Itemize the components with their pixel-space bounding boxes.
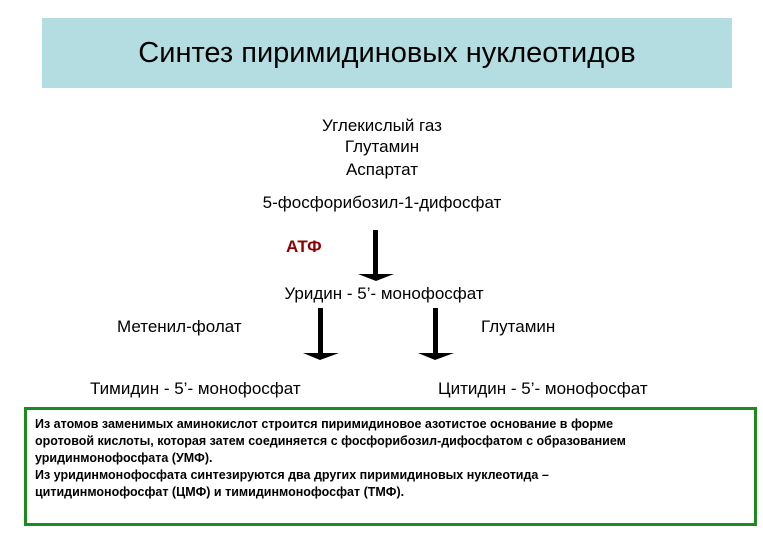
cmp-label: Цитидин - 5’- монофосфат [438,379,648,398]
substrate-co2: Углекислый газ [322,116,442,135]
page-title: Синтез пиримидиновых нуклеотидов [138,37,636,69]
note-line-5: цитидинмонофосфат (ЦМФ) и тимидинмонофос… [35,485,405,499]
ump-label: Уридин - 5’- монофосфат [284,284,484,303]
glutamine-branch-label: Глутамин [481,317,556,336]
arrow-prpp-to-ump [358,230,394,281]
arrow-ump-to-tmp [303,308,339,360]
note-line-1: Из атомов заменимых аминокислот строится… [35,417,614,431]
atp-label: АТФ [286,237,322,256]
substrate-glutamine: Глутамин [344,137,420,156]
prpp-label: 5-фосфорибозил-1-дифосфат [262,193,502,212]
substrate-aspartate: Аспартат [345,160,419,179]
note-line-2: оротовой кислоты, которая затем соединяе… [35,434,626,448]
tmp-label: Тимидин - 5’- монофосфат [90,379,301,398]
summary-note-box: Из атомов заменимых аминокислот строится… [24,407,757,526]
note-line-3: уридинмонофосфата (УМФ). [35,451,213,465]
arrow-ump-to-cmp [418,308,454,360]
methenyl-folate-label: Метенил-фолат [117,317,242,336]
title-banner: Синтез пиримидиновых нуклеотидов [42,18,732,88]
note-line-4: Из уридинмонофосфата синтезируются два д… [35,468,549,482]
